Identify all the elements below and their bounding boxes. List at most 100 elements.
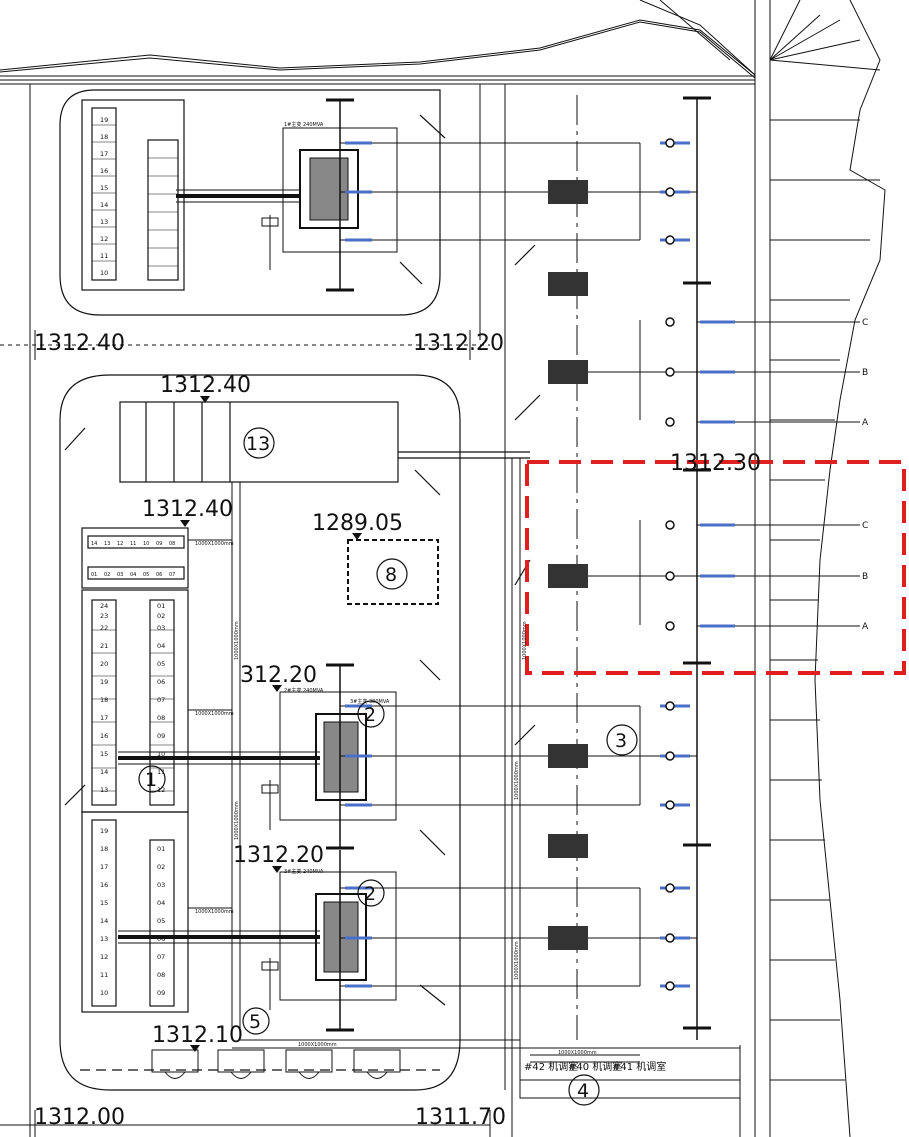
phase-label: A: [862, 418, 869, 428]
panel-number: 02: [104, 572, 110, 578]
panel-number: 13: [100, 935, 108, 943]
main-enclosure: [59, 374, 461, 1091]
duct-label: 1000X1000mm: [234, 621, 240, 660]
insulators: [665, 138, 675, 991]
terrain-contour: [769, 0, 886, 1137]
panel-number: 12: [157, 786, 165, 794]
panel-number: 04: [130, 572, 136, 578]
elevation-label: 1312.40: [160, 373, 251, 398]
transformer-label: 1#主变 240MVA: [284, 121, 324, 128]
panel-number: 17: [100, 150, 108, 158]
panel-number: 08: [157, 714, 165, 722]
panel-number: 09: [156, 541, 162, 547]
feeder-top: [176, 189, 300, 203]
duct-label: 1000X1000mm: [195, 909, 234, 915]
panel-number: 06: [157, 678, 165, 686]
panel-number: 07: [169, 572, 175, 578]
panel-number: 18: [100, 133, 108, 141]
duct-label: 1000X1000mm: [558, 1050, 597, 1056]
panel-cells-mid: [92, 629, 174, 792]
panel-number: 07: [157, 953, 165, 961]
marker-2a: 2: [364, 704, 376, 726]
phase-label: B: [862, 368, 868, 378]
panel-numbers-mid-left: 13 14 15 16 17 18 19 20 21 22 23 24: [100, 602, 108, 794]
panel-number: 04: [157, 899, 165, 907]
bay-label: #42 机调室: [524, 1060, 578, 1073]
panel-number: 22: [100, 624, 108, 632]
elevation-marker: [272, 866, 282, 873]
panel-number: 02: [157, 612, 165, 620]
panel-number: 10: [143, 541, 149, 547]
duct-label: 1000X1000mm: [298, 1042, 337, 1048]
cable-trench: [188, 458, 640, 1063]
panel-number: 02: [157, 863, 165, 871]
duct-label: 1000X1000mm: [195, 541, 234, 547]
duct-label: 1000X1000mm: [234, 801, 240, 840]
elevation-label: 1312.20: [233, 843, 324, 868]
panel-number: 03: [117, 572, 123, 578]
duct-label: 1000X1000mm: [195, 711, 234, 717]
elevation-marker: [180, 520, 190, 527]
marker-circle-5: [242, 1007, 270, 1035]
elevation-label: 1311.70: [415, 1105, 506, 1130]
elevation-label: 1312.30: [670, 451, 761, 476]
bus-accents-t2: [345, 704, 372, 807]
building-13: [119, 401, 530, 483]
panel-number: 16: [100, 881, 108, 889]
bottom-equipment: [151, 1049, 401, 1079]
panel-number: 13: [104, 541, 110, 547]
panel-number: 14: [91, 541, 97, 547]
panel-number: 06: [156, 572, 162, 578]
phase-label: C: [862, 521, 868, 531]
marker-5: 5: [249, 1011, 261, 1033]
transformer-1: [261, 98, 640, 292]
panel-number: 13: [100, 218, 108, 226]
elevation-label: 1312.40: [142, 497, 233, 522]
panel-number: 10: [100, 989, 108, 997]
elevation-label: 1289.05: [312, 511, 403, 536]
elevation-label: 1312.00: [34, 1105, 125, 1130]
panel-numbers-bot-right: 09 08 07 06 05 04 03 02 01: [157, 845, 165, 997]
control-building-top: [81, 99, 185, 291]
phase-label: B: [862, 572, 868, 582]
panel-number: 17: [100, 714, 108, 722]
bus-accents-t1: [345, 141, 372, 242]
marker-13: 13: [246, 433, 270, 455]
top-contour: [0, 0, 756, 81]
panel-number: 12: [100, 953, 108, 961]
panel-number: 05: [157, 660, 165, 668]
elevation-label: 312.20: [240, 663, 317, 688]
panel-number: 11: [100, 971, 108, 979]
panel-number: 23: [100, 612, 108, 620]
phase-label: A: [862, 622, 869, 632]
panel-number: 04: [157, 642, 165, 650]
marker-circle-4: [568, 1074, 600, 1106]
breakers: [548, 180, 588, 950]
panel-number: 05: [143, 572, 149, 578]
marker-4: 4: [577, 1080, 589, 1102]
transformer-label: 2#主变 240MVA: [284, 687, 324, 694]
marker-circle-1: [138, 765, 166, 793]
panel-number: 15: [100, 184, 108, 192]
highlight-region: [525, 460, 906, 675]
panel-number: 14: [100, 917, 108, 925]
panel-number: 12: [100, 235, 108, 243]
panel-number: 15: [100, 899, 108, 907]
transformer-label: 3#主变 240MVA: [284, 868, 324, 875]
panel-number: 24: [100, 602, 108, 610]
panel-number: 08: [169, 541, 175, 547]
panel-number: 09: [157, 989, 165, 997]
panel-number: 03: [157, 881, 165, 889]
panel-number: 01: [157, 845, 165, 853]
panel-number: 19: [100, 116, 108, 124]
panel-number: 12: [117, 541, 123, 547]
panel-number: 03: [157, 624, 165, 632]
marker-8: 8: [385, 564, 397, 586]
panel-number: 19: [100, 678, 108, 686]
panel-number: 08: [157, 971, 165, 979]
duct-label: 1000X1000mm: [522, 621, 528, 660]
panel-number: 14: [100, 201, 108, 209]
bay-label: #41 机调室: [612, 1060, 666, 1073]
duct-label: 1000X1000mm: [514, 941, 520, 980]
